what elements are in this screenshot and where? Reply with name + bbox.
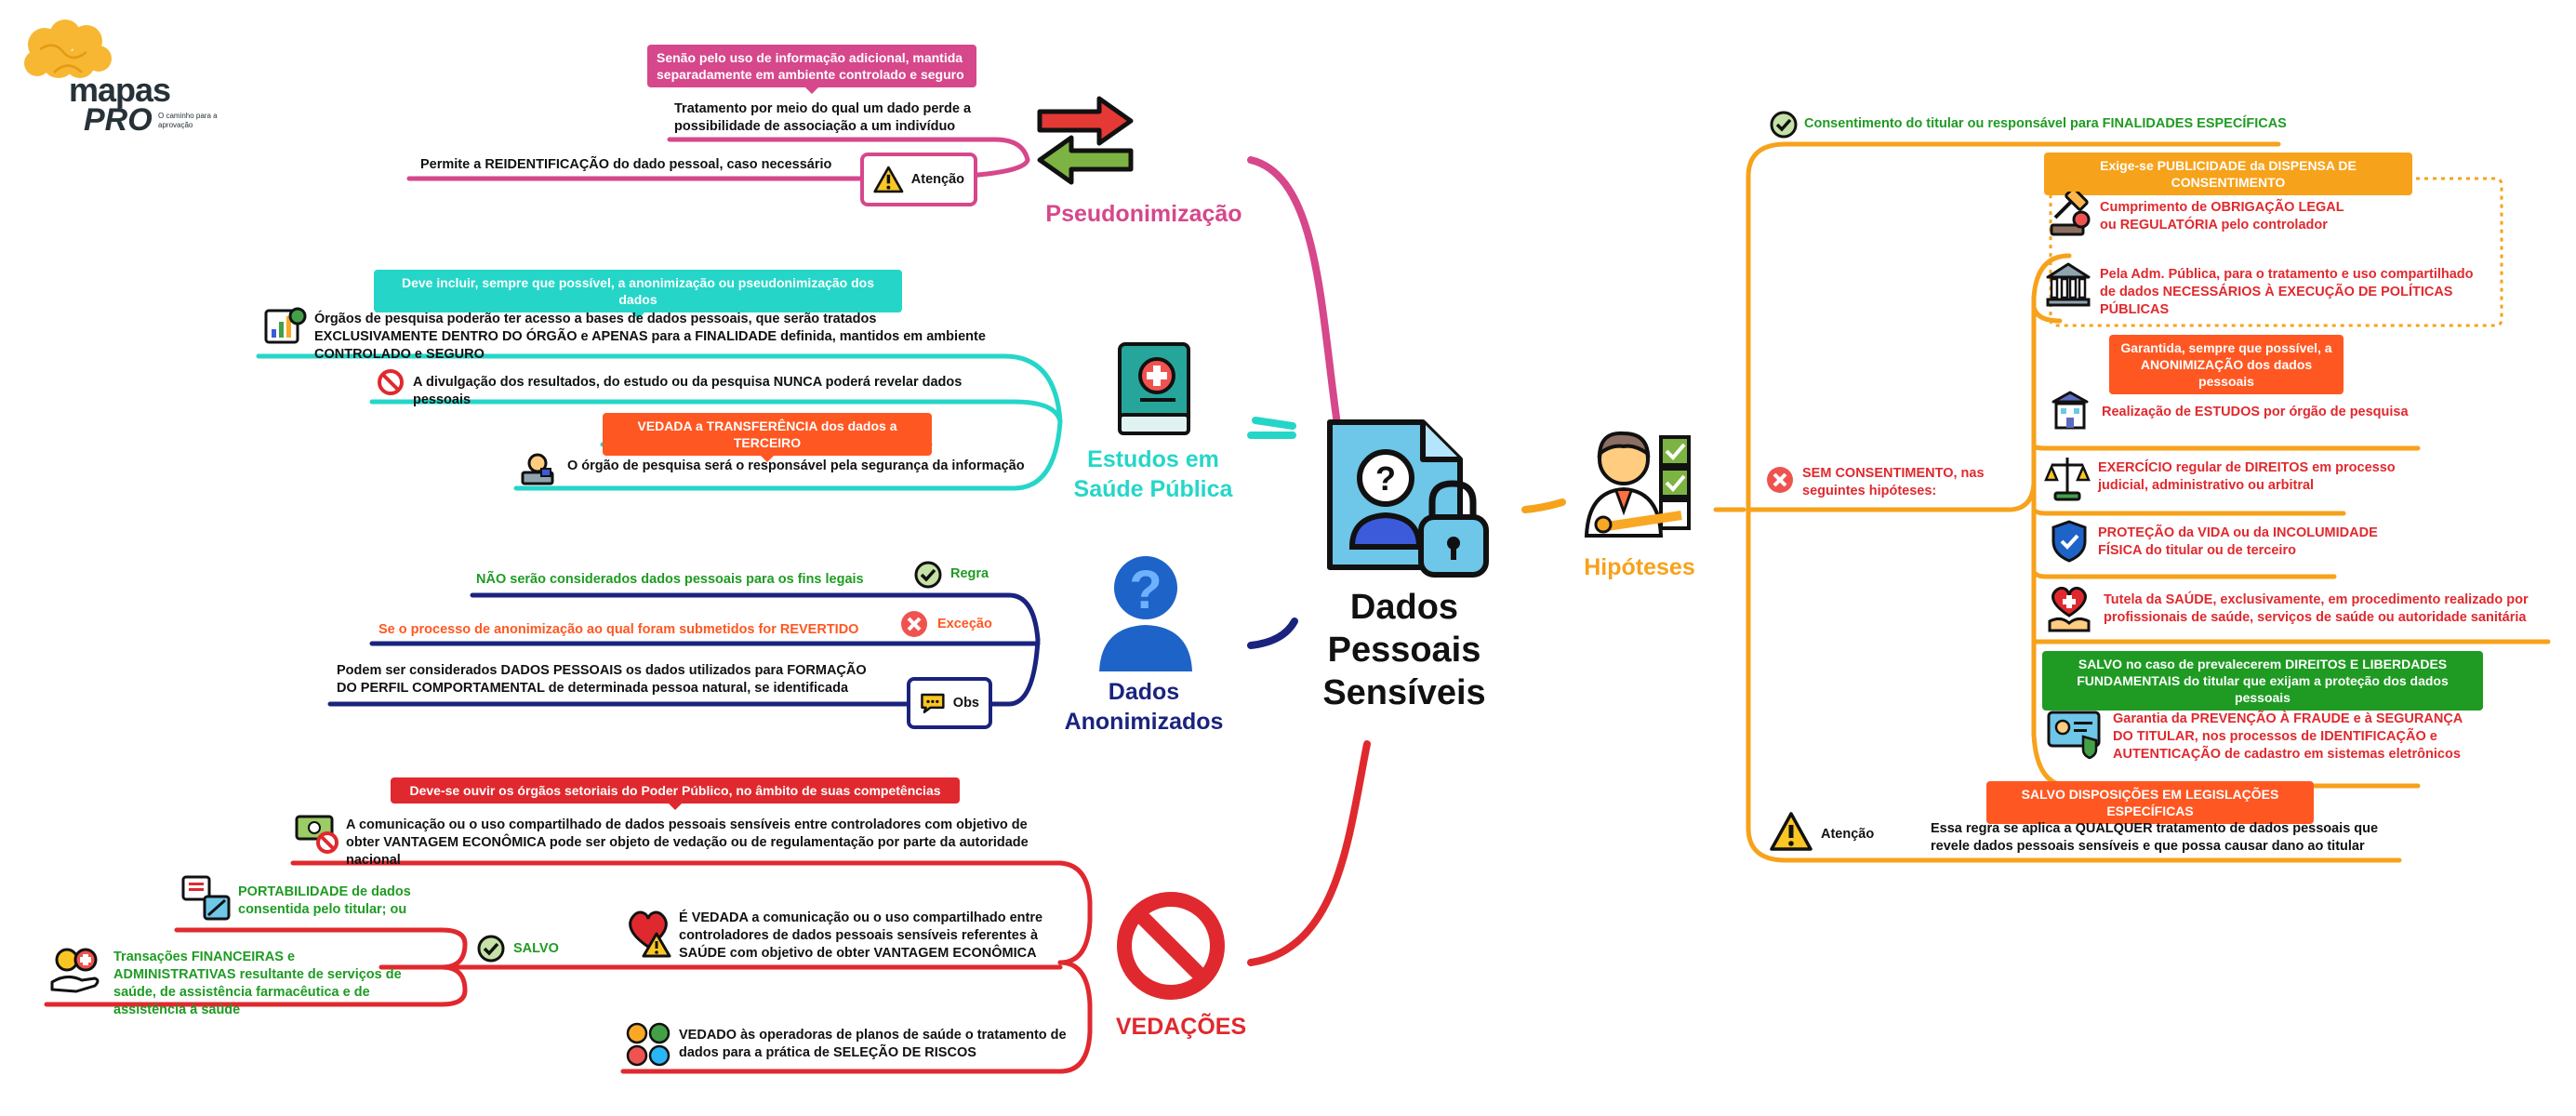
- check-circle-icon: [913, 560, 943, 590]
- hipoteses-attention: Atenção: [1821, 827, 1875, 842]
- professional-checklist-icon: [1579, 426, 1700, 541]
- vedacoes-planos: VEDADO às operadoras de planos de saúde …: [679, 1028, 1067, 1060]
- vedacoes-vantagem: A comunicação ou o uso compartilhado de …: [346, 817, 1029, 868]
- hipoteses-estudos: Realização de ESTUDOS por órgão de pesqu…: [2102, 405, 2409, 419]
- warning-icon: [873, 166, 904, 193]
- vedacoes-title: VEDAÇÕES: [1115, 1014, 1247, 1040]
- anon-title-line1: Dados: [1108, 679, 1180, 705]
- stop-sign-icon: [1116, 891, 1226, 1001]
- government-building-icon: [2044, 260, 2092, 309]
- portability-icon: [180, 874, 232, 923]
- center-title: Dados Pessoais Sensíveis: [1283, 586, 1525, 714]
- vedacoes-portabilidade: PORTABILIDADE de dados consentida pelo t…: [238, 884, 411, 917]
- prohibited-icon: [377, 368, 405, 396]
- hipoteses-protecao: PROTEÇÃO da VIDA ou da INCOLUMIDADE FÍSI…: [2098, 525, 2378, 558]
- error-circle-icon: [898, 608, 930, 640]
- anon-obs: Obs: [907, 677, 992, 729]
- hipoteses-exercicio: EXERCÍCIO regular de DIREITOS em process…: [2098, 460, 2396, 493]
- health-book-icon: [1114, 340, 1194, 437]
- anon-obs-text: Podem ser considerados DADOS PESSOAIS os…: [337, 663, 867, 696]
- shield-check-icon: [2050, 519, 2089, 564]
- health-warning-icon: [625, 906, 671, 958]
- hipoteses-disposicoes-note: SALVO DISPOSIÇÕES EM LEGISLAÇÕES ESPECÍF…: [1986, 781, 2314, 824]
- anon-lines: [327, 592, 1298, 707]
- svg-text:?: ?: [1129, 560, 1162, 620]
- vedacoes-vedada-saude: É VEDADA a comunicação ou o uso comparti…: [679, 910, 1043, 961]
- logo: mapas PRO O caminho para a aprovação: [17, 17, 231, 138]
- hipoteses-title: Hipóteses: [1584, 554, 1695, 580]
- rights-exercise-icon: [2044, 454, 2091, 502]
- pseudo-attention: Atenção: [860, 153, 977, 206]
- center-title-line2: Pessoais: [1327, 631, 1481, 670]
- hipoteses-regra: Essa regra se aplica a QUALQUER tratamen…: [1931, 821, 2379, 854]
- logo-tagline: O caminho para a aprovação: [158, 112, 218, 129]
- svg-text:?: ?: [1375, 459, 1396, 498]
- anon-title: Dados Anonimizados: [1051, 677, 1237, 737]
- hipoteses-tutela: Tutela da SAÚDE, exclusivamente, em proc…: [2104, 592, 2529, 625]
- researcher-icon: [519, 450, 556, 487]
- anonymous-person-icon: ?: [1097, 551, 1194, 671]
- hipoteses-salvo-note: SALVO no caso de prevalecerem DIREITOS E…: [2042, 651, 2483, 711]
- pseudo-note: Senão pelo uso de informação adicional, …: [647, 45, 976, 94]
- pseudo-reid: Permite a REIDENTIFICAÇÃO do dado pessoa…: [420, 157, 832, 172]
- money-prohibited-icon: [294, 813, 340, 856]
- saude-title-line2: Saúde Pública: [1073, 476, 1233, 502]
- logo-pro: PRO: [84, 102, 153, 138]
- hipoteses-sem-consentimento: SEM CONSENTIMENTO, nas seguintes hipótes…: [1802, 466, 1985, 498]
- hipoteses-warning-icon: [1769, 811, 1813, 852]
- financial-transactions-icon: [48, 945, 104, 997]
- vedacoes-note: Deve-se ouvir os órgãos setoriais do Pod…: [391, 777, 960, 810]
- anon-regra-text: NÃO serão considerados dados pessoais pa…: [476, 572, 864, 587]
- vedacoes-salvo: SALVO: [513, 941, 559, 956]
- saude-lines: [256, 353, 1296, 491]
- anon-regra-label: Regra: [950, 566, 989, 581]
- saude-vedada: VEDADA a TRANSFERÊNCIA dos dados a TERCE…: [603, 413, 932, 462]
- center-title-line3: Sensíveis: [1322, 673, 1486, 712]
- saude-responsavel: O órgão de pesquisa será o responsável p…: [567, 458, 1025, 473]
- hipoteses-obrigacao: Cumprimento de OBRIGAÇÃO LEGAL ou REGULA…: [2100, 200, 2344, 232]
- vedacoes-lines: [44, 740, 1371, 1074]
- hipoteses-adm-publica: Pela Adm. Pública, para o tratamento e u…: [2100, 267, 2474, 317]
- saude-access: Órgãos de pesquisa poderão ter acesso a …: [314, 312, 986, 362]
- hipoteses-garantida-note: Garantida, sempre que possível, a ANONIM…: [2109, 335, 2344, 394]
- saude-divulgacao: A divulgação dos resultados, do estudo o…: [413, 375, 963, 407]
- speech-bubble-icon: [921, 693, 945, 714]
- health-hands-icon: [2046, 584, 2092, 634]
- logo-brand: mapas: [69, 71, 171, 109]
- saude-title-line1: Estudos em: [1087, 446, 1219, 472]
- anon-title-line2: Anonimizados: [1064, 709, 1224, 735]
- anon-obs-label: Obs: [952, 696, 979, 711]
- anon-excecao-label: Exceção: [937, 617, 992, 631]
- risk-selection-icon: [625, 1021, 671, 1068]
- exchange-arrows-icon: [1034, 93, 1136, 186]
- study-building-icon: [2050, 389, 2091, 433]
- saude-title: Estudos em Saúde Pública: [1060, 445, 1246, 504]
- brain-icon: [24, 20, 112, 78]
- fraud-prevention-icon: [2046, 709, 2102, 760]
- consent-check-icon: [1769, 110, 1799, 140]
- hipoteses-fraude: Garantia da PREVENÇÃO À FRAUDE e à SEGUR…: [2113, 711, 2463, 762]
- pseudo-definition: Tratamento por meio do qual um dado perd…: [674, 101, 972, 134]
- hipoteses-publicidade-note: Exige-se PUBLICIDADE da DISPENSA DE CONS…: [2044, 153, 2412, 195]
- pseudo-attention-label: Atenção: [910, 172, 964, 187]
- vedacoes-transacoes: Transações FINANCEIRAS e ADMINISTRATIVAS…: [113, 950, 402, 1017]
- sensitive-document-icon: ?: [1321, 407, 1497, 584]
- research-chart-icon: [262, 305, 307, 350]
- salvo-check-icon: [476, 934, 506, 963]
- center-title-line1: Dados: [1349, 588, 1459, 627]
- saude-note: Deve incluir, sempre que possível, a ano…: [374, 270, 902, 319]
- hipoteses-consentimento: Consentimento do titular ou responsável …: [1804, 116, 2287, 131]
- anon-excecao-text: Se o processo de anonimização ao qual fo…: [378, 622, 859, 637]
- legal-gavel-icon: [2046, 187, 2092, 240]
- pseudo-title: Pseudonimização: [1045, 201, 1242, 227]
- sem-consentimento-icon: [1765, 465, 1795, 495]
